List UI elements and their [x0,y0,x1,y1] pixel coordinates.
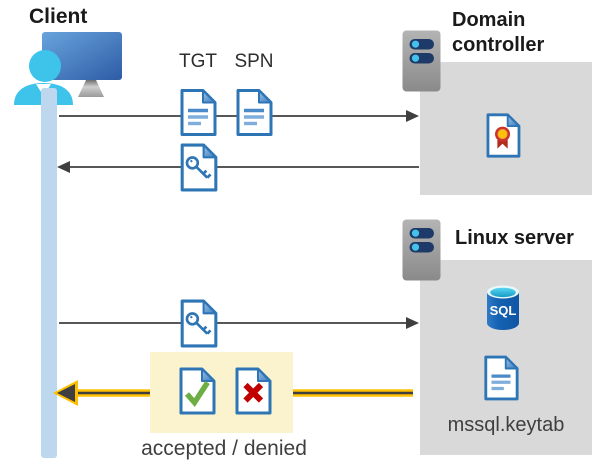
keytab-document-icon [484,355,519,401]
sql-badge-text: SQL [490,303,517,318]
monitor-icon [42,32,122,80]
certificate-document-icon [486,113,521,158]
service-ticket-key-document-icon [180,299,218,348]
monitor-stand [78,80,104,97]
result-label: accepted / denied [141,437,307,460]
ticket-key-document-icon [180,143,218,192]
arrow-client-to-dc [59,110,419,122]
accepted-check-document-icon [179,367,216,415]
arrowhead-left-icon [57,161,70,173]
keytab-filename-label: mssql.keytab [447,414,565,436]
denied-cross-document-icon [235,367,272,415]
arrow-dc-to-client [57,161,419,173]
spn-label: SPN [234,51,274,72]
tgt-document-icon [180,89,217,136]
sql-database-icon: SQL [487,285,519,330]
tgt-label: TGT [179,51,217,72]
domain-controller-title: Domain controller [452,9,545,56]
arrowhead-right-icon [406,317,419,329]
linux-server-icon [402,219,441,281]
arrowhead-right-icon [406,110,419,122]
domain-controller-server-icon [402,30,441,92]
client-lifeline [41,88,57,458]
client-title: Client [29,5,88,28]
linux-server-title: Linux server [455,227,574,249]
arrow-client-to-linux [59,317,419,329]
arrowhead-left-icon [57,384,75,402]
spn-document-icon [236,89,273,136]
